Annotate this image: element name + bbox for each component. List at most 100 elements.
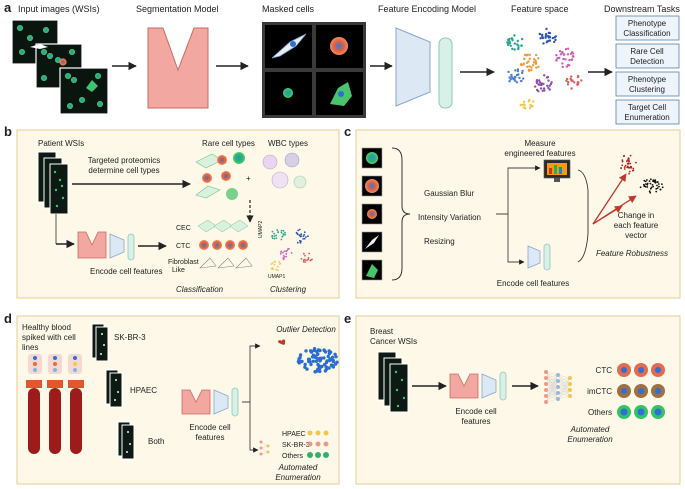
bracket-c (391, 147, 411, 281)
plus-sign: + (246, 174, 251, 183)
robust-point (646, 182, 649, 185)
robust-point (635, 161, 637, 164)
cluster-point (302, 238, 304, 240)
feature-point (548, 36, 552, 39)
feature-point (507, 39, 511, 42)
stage-segmentation-model: Segmentation Model (136, 4, 219, 14)
cluster-point (273, 237, 276, 240)
line-wsi-2 (105, 369, 123, 408)
robust-point (626, 166, 629, 169)
panel-letter-d: d (4, 311, 12, 326)
panel-b: b Patient WSIs Targeted proteomics deter… (4, 124, 340, 299)
arrow-c-measure (496, 165, 541, 215)
panel-letter-a: a (4, 0, 12, 15)
network-edge (557, 377, 571, 382)
outlier-point (304, 349, 308, 353)
outlier-point (309, 362, 313, 367)
feature-point (546, 35, 550, 38)
feature-point (513, 42, 517, 45)
feature-point (513, 34, 516, 37)
feature-point (570, 79, 573, 82)
cluster-point (283, 256, 286, 258)
feature-point (522, 77, 525, 80)
bracket-c-right (577, 169, 589, 263)
feature-point (508, 41, 511, 44)
outlier-point (318, 359, 322, 363)
wbc-types-label: WBC types (268, 139, 308, 148)
feature-point (541, 36, 545, 40)
feature-point (537, 90, 540, 93)
feature-point (521, 37, 524, 41)
outlier-point (311, 353, 316, 357)
network-edge (545, 392, 559, 403)
cluster-point (303, 258, 306, 261)
cluster-point (273, 232, 275, 235)
feature-space-scatter (506, 27, 583, 110)
classified-cells (197, 219, 253, 269)
feature-point (528, 106, 532, 110)
feature-point (568, 58, 571, 62)
network-node (544, 394, 548, 398)
feature-point (555, 58, 558, 62)
outlier-detection-label: Outlier Detection (276, 325, 336, 334)
monitor-icon (543, 159, 571, 182)
cluster-point (303, 233, 306, 236)
automated-line-2-e: Enumeration (567, 435, 613, 444)
feature-point (515, 81, 519, 84)
outlier-scatter (278, 339, 339, 374)
change-line-2: each feature (614, 221, 659, 230)
feature-point (548, 39, 552, 42)
feature-point (576, 83, 580, 86)
robust-point (644, 185, 647, 188)
cluster-point (304, 261, 307, 263)
cluster-point (271, 230, 274, 233)
feature-point (547, 31, 550, 34)
outlier-point (327, 351, 332, 356)
stage-feature-space: Feature space (511, 4, 569, 14)
cluster-point (276, 229, 279, 232)
feature-point (537, 65, 540, 69)
feature-point (511, 47, 514, 51)
task-box-4 (615, 99, 680, 125)
panel-d: d Healthy blood spiked with cell lines S… (4, 311, 340, 485)
feature-point (559, 53, 563, 56)
feature-point (534, 85, 537, 88)
task-2-line-1: Rare Cell (630, 47, 664, 56)
cluster-point (303, 252, 305, 255)
robust-point (627, 157, 630, 160)
feature-point (539, 87, 543, 90)
feature-point (531, 105, 534, 108)
robust-point (649, 178, 652, 181)
feature-point (555, 54, 558, 57)
robust-point (650, 186, 653, 189)
feature-point (531, 100, 535, 103)
feature-point (558, 50, 562, 53)
panel-a: a Input images (WSIs) Segmentation Model… (4, 0, 680, 125)
robust-point (629, 154, 632, 157)
measure-line-2: engineered features (504, 149, 575, 158)
feature-point (507, 43, 510, 47)
feature-point (514, 69, 517, 72)
network-edge (545, 374, 559, 403)
cluster-point (305, 236, 307, 238)
cluster-point (295, 231, 298, 234)
line-hpaec: HPAEC (130, 386, 157, 395)
outlier-point (322, 356, 326, 360)
cluster-point (280, 238, 283, 241)
clustering-scatter-b (270, 228, 313, 272)
feature-point (543, 74, 546, 77)
feature-point (526, 53, 529, 56)
feature-point (513, 75, 516, 79)
network-edge (545, 386, 559, 403)
feature-point (517, 44, 520, 47)
robust-point (626, 162, 629, 165)
patient-wsi-stack (37, 151, 69, 215)
cluster-point (297, 229, 300, 232)
class-imctc-label: imCTC (587, 387, 612, 396)
outlier-point (335, 360, 339, 364)
outlier-point (305, 367, 309, 371)
feature-point (571, 55, 575, 58)
cluster-point (273, 263, 276, 266)
cluster-point (275, 237, 278, 240)
robust-point (654, 181, 657, 183)
